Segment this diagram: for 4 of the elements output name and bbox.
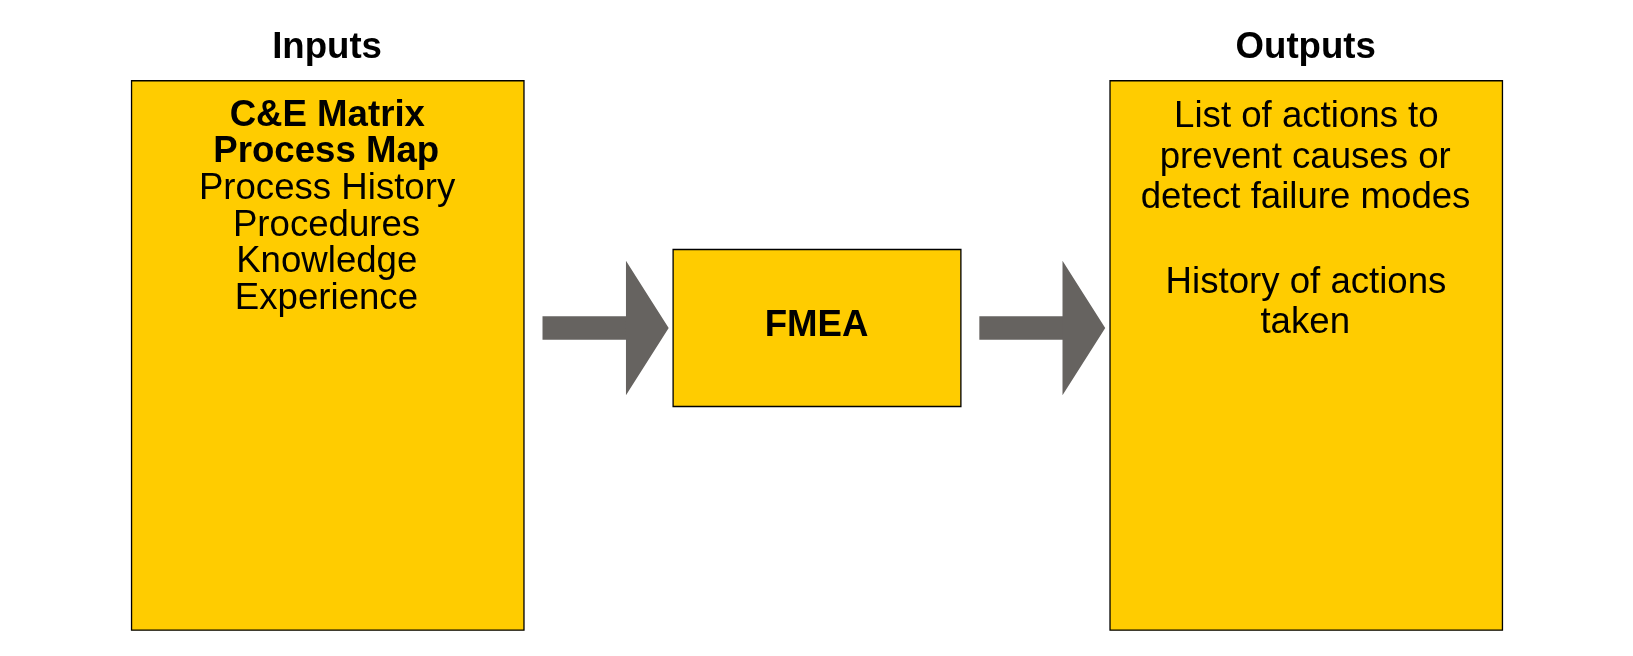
- node-label: Outputs: [1235, 24, 1376, 66]
- arrow: [978, 260, 1105, 396]
- node-label: Inputs: [271, 24, 382, 66]
- arrow: [542, 260, 669, 396]
